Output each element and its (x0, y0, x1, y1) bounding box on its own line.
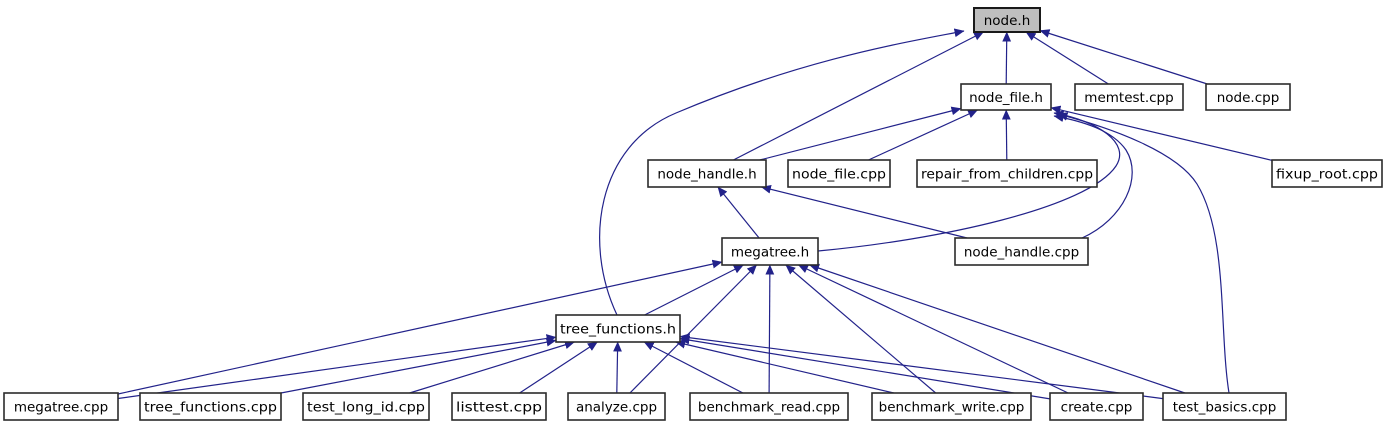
graph-node-test_basics.cpp[interactable]: test_basics.cpp (1162, 392, 1287, 421)
graph-node-box (302, 392, 430, 421)
graph-node-label: fixup_root.cpp (1276, 166, 1378, 182)
graph-node-label: tree_functions.cpp (144, 399, 277, 415)
edge-listtest.cpp-to-tree_functions.h (519, 341, 598, 394)
graph-node-analyze.cpp[interactable]: analyze.cpp (567, 392, 666, 421)
edge-repair_from_children.cpp-to-node_file.h (1001, 109, 1011, 161)
graph-node-node_file.h[interactable]: node_file.h (960, 83, 1052, 111)
graph-node-label: create.cpp (1061, 399, 1133, 415)
node-layer: node.h node_file.h memtest.cpp node.cpp node… (3, 7, 1383, 421)
graph-node-box (871, 392, 1032, 421)
graph-node-label: tree_functions.h (560, 321, 676, 337)
graph-node-box (916, 159, 1098, 188)
graph-node-box (1049, 392, 1144, 421)
graph-node-megatree.h[interactable]: megatree.h (721, 237, 819, 266)
edge-test_long_id.cpp-to-tree_functions.h (409, 340, 575, 394)
graph-node-box (3, 392, 119, 421)
graph-node-label: test_long_id.cpp (307, 399, 425, 415)
edge-megatree.cpp-to-megatree.h (117, 259, 723, 395)
edge-megatree.cpp-to-tree_functions.h (117, 334, 557, 400)
graph-node-box (451, 392, 547, 421)
edge-create.cpp-to-tree_functions.h (679, 335, 1051, 400)
graph-node-node.h[interactable]: node.h (973, 7, 1041, 33)
graph-node-tree_functions.h[interactable]: tree_functions.h (555, 314, 681, 343)
edge-test_basics.cpp-to-tree_functions.h (679, 333, 1164, 400)
edge-tree_functions.h-to-megatree.h (644, 264, 744, 316)
graph-node-label: memtest.cpp (1084, 90, 1173, 106)
graph-node-label: node_handle.h (657, 166, 756, 182)
graph-node-node_handle.cpp[interactable]: node_handle.cpp (954, 237, 1089, 266)
graph-node-label: analyze.cpp (576, 399, 657, 415)
graph-node-node_file.cpp[interactable]: node_file.cpp (787, 159, 891, 188)
graph-node-label: benchmark_write.cpp (879, 399, 1025, 415)
graph-node-repair_from_children.cpp[interactable]: repair_from_children.cpp (916, 159, 1098, 188)
edge-megatree.h-to-node_handle.h (717, 186, 760, 239)
edge-test_basics.cpp-to-megatree.h (809, 263, 1186, 394)
graph-node-box (1162, 392, 1287, 421)
edge-memtest.cpp-to-node.h (1025, 31, 1109, 85)
edge-node_file.cpp-to-node_file.h (868, 109, 979, 161)
edge-benchmark_write.cpp-to-tree_functions.h (675, 339, 894, 394)
graph-node-node.cpp[interactable]: node.cpp (1205, 83, 1291, 111)
graph-node-create.cpp[interactable]: create.cpp (1049, 392, 1144, 421)
edge-benchmark_read.cpp-to-megatree.h (765, 264, 775, 394)
edge-benchmark_read.cpp-to-tree_functions.h (643, 341, 744, 394)
graph-node-label: node.cpp (1217, 90, 1280, 106)
graph-node-box (139, 392, 282, 421)
edge-tree_functions.cpp-to-tree_functions.h (280, 337, 557, 394)
graph-node-box (1205, 83, 1291, 111)
edge-analyze.cpp-to-megatree.h (629, 264, 758, 394)
graph-node-box (689, 392, 849, 421)
graph-node-box (1074, 83, 1184, 111)
edge-node.cpp-to-node.h (1039, 29, 1208, 85)
graph-node-fixup_root.cpp[interactable]: fixup_root.cpp (1271, 159, 1383, 188)
graph-node-label: node.h (984, 13, 1031, 29)
edge-fixup_root.cpp-to-node_file.h (1050, 105, 1273, 161)
graph-node-test_long_id.cpp[interactable]: test_long_id.cpp (302, 392, 430, 421)
graph-node-label: test_basics.cpp (1173, 399, 1277, 415)
graph-node-label: megatree.cpp (14, 399, 108, 415)
graph-node-memtest.cpp[interactable]: memtest.cpp (1074, 83, 1184, 111)
graph-node-tree_functions.cpp[interactable]: tree_functions.cpp (139, 392, 282, 421)
edge-tree_functions.h-to-node.h (599, 28, 965, 316)
edge-node_handle.h-to-node_file.h (759, 106, 962, 161)
edge-layer (117, 28, 1273, 400)
edge-test_basics.cpp-to-node_file.h (1057, 112, 1230, 394)
graph-node-box (567, 392, 666, 421)
edge-analyze.cpp-to-tree_functions.h (613, 341, 622, 394)
graph-node-benchmark_read.cpp[interactable]: benchmark_read.cpp (689, 392, 849, 421)
graph-node-label: repair_from_children.cpp (921, 166, 1093, 182)
graph-node-megatree.cpp[interactable]: megatree.cpp (3, 392, 119, 421)
graph-node-box (973, 7, 1041, 33)
graph-node-box (721, 237, 819, 266)
graph-node-label: megatree.h (731, 244, 809, 260)
graph-node-box (647, 159, 767, 188)
graph-node-box (787, 159, 891, 188)
graph-node-box (555, 314, 681, 343)
graph-node-label: node_handle.cpp (964, 244, 1079, 260)
graph-node-label: listtest.cpp (456, 399, 542, 415)
graph-node-node_handle.h[interactable]: node_handle.h (647, 159, 767, 188)
graph-node-label: node_file.h (969, 90, 1043, 106)
edge-node_handle.h-to-node.h (733, 31, 984, 161)
graph-node-box (954, 237, 1089, 266)
graph-node-box (1271, 159, 1383, 188)
edge-node_handle.cpp-to-node_file.h (1053, 113, 1133, 239)
graph-node-label: benchmark_read.cpp (698, 399, 840, 415)
edge-benchmark_write.cpp-to-megatree.h (785, 264, 937, 394)
edge-node_file.h-to-node.h (1002, 31, 1012, 85)
graph-node-label: node_file.cpp (792, 166, 886, 182)
graph-node-benchmark_write.cpp[interactable]: benchmark_write.cpp (871, 392, 1032, 421)
graph-node-listtest.cpp[interactable]: listtest.cpp (451, 392, 547, 421)
graph-node-box (960, 83, 1052, 111)
edge-create.cpp-to-megatree.h (797, 264, 1069, 394)
edge-node_handle.cpp-to-node_handle.h (760, 185, 968, 239)
